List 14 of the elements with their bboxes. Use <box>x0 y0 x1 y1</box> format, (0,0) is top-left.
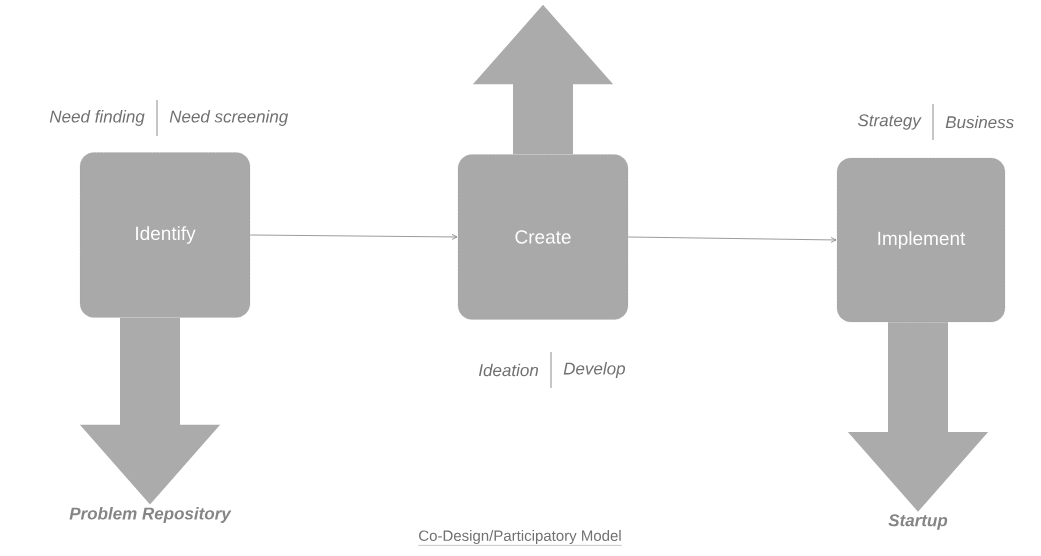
outcome-label: Startup <box>888 514 948 530</box>
process-box: Create <box>457 154 629 320</box>
process-box: Identify <box>79 152 251 318</box>
activity-label: Ideation <box>479 363 539 377</box>
activity-label: Need screening <box>169 110 289 126</box>
process-box: Implement <box>836 157 1006 323</box>
outcome-label: Problem Repository <box>69 507 232 523</box>
activity-label: Strategy <box>858 114 922 130</box>
caption: Co-Design/Participatory Model <box>418 530 622 546</box>
arrow <box>249 234 458 240</box>
activity-label: Business <box>945 115 1014 129</box>
activity-label: Need finding <box>49 110 145 126</box>
activity-label: Develop <box>563 362 625 378</box>
arrow <box>627 236 837 243</box>
